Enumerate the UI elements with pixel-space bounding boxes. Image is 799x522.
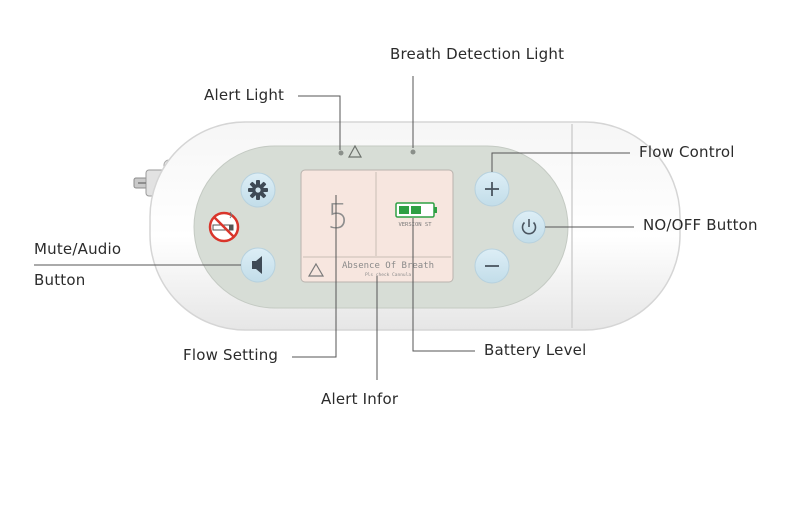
settings-button[interactable] — [240, 172, 276, 208]
label-battery-level: Battery Level — [484, 341, 587, 359]
breath-detection-light — [410, 149, 416, 155]
label-alert-light: Alert Light — [204, 86, 285, 104]
screen-alert-triangle-icon — [307, 262, 325, 277]
leader-flow-control — [491, 152, 630, 172]
alert-submessage: Pls check Cannula — [365, 272, 411, 278]
speaker-icon — [252, 256, 262, 274]
power-button[interactable] — [512, 210, 546, 244]
flow-value: 5 — [327, 197, 349, 237]
label-on-off-button: NO/OFF Button — [643, 216, 758, 234]
leader-battery-level — [412, 218, 475, 352]
minus-button[interactable] — [474, 248, 510, 284]
label-flow-setting: Flow Setting — [183, 346, 279, 364]
leader-flow-setting — [292, 195, 337, 358]
leader-alert-light — [298, 95, 341, 150]
no-smoking-icon — [208, 211, 240, 243]
alert-message: Absence Of Breath — [342, 261, 434, 271]
battery-icon — [395, 202, 437, 218]
plus-button[interactable] — [474, 171, 510, 207]
alert-light — [338, 150, 344, 156]
power-icon — [521, 219, 537, 235]
gear-icon — [248, 180, 268, 200]
battery-caption: VERSION ST — [398, 222, 432, 228]
plus-icon — [485, 182, 499, 196]
label-mute-audio-line2: Button — [34, 271, 86, 289]
leader-lines — [34, 76, 634, 380]
alert-light-triangle-icon — [347, 144, 363, 158]
mute-audio-button[interactable] — [240, 247, 276, 283]
label-flow-control: Flow Control — [639, 143, 735, 161]
label-breath-detection-light: Breath Detection Light — [390, 45, 565, 63]
label-alert-info: Alert Infor — [321, 390, 399, 408]
label-mute-audio-line1: Mute/Audio — [34, 240, 122, 258]
